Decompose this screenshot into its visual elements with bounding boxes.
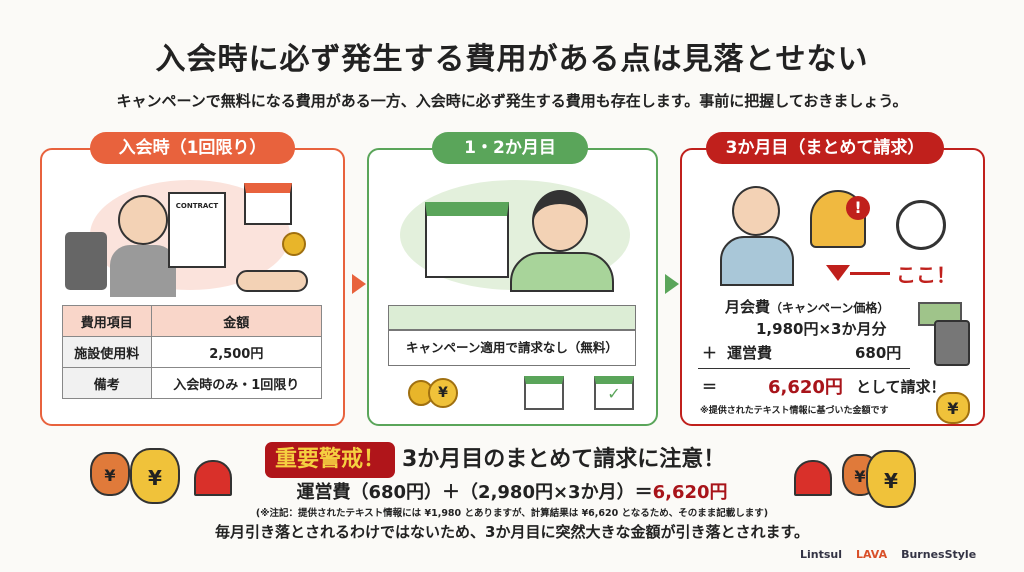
panel-month-3-header: 3か月目（まとめて請求） [706,132,944,164]
monthly-fee-calc: 1,980円×3か月分 [756,320,887,338]
free-note: キャンペーン適用で請求なし（無料） [388,330,636,366]
contract-icon: CONTRACT [168,192,226,268]
yen-coin-icon [282,232,306,256]
footnote: ※提供されたテキスト情報に基づいた金額です [700,406,889,416]
calculator-icon [934,320,970,366]
calendar-check-icon [425,202,509,278]
logo-row: Lintsul LAVA BurnesStyle [800,548,976,561]
monthly-fee-label: 月会費 [725,298,771,316]
stopwatch-icon [896,200,946,250]
operating-fee-label: 運営費 [727,344,773,362]
suit-icon [110,245,176,297]
plus-sign: ＋ [702,344,718,362]
warning-headline: 3か月目のまとめて請求に注意！ [402,447,726,472]
calculator-icon [65,232,107,290]
siren-icon [794,460,832,496]
warning-formula: 運営費（680円）＋（2,980円×3か月）＝ [296,482,653,503]
arrow-right-icon [352,274,366,294]
equals-sign: ＝ [702,378,718,396]
table-cell: 入会時のみ・1回限り [150,367,323,399]
worried-person-icon [732,186,780,236]
hand-icon [236,270,308,292]
money-bag-icon: ¥ [130,448,180,504]
calendar-check-icon: ✓ [594,376,634,410]
siren-icon [194,460,232,496]
table-cell: 施設使用料 [62,336,152,368]
warning-summary: 毎月引き落とされるわけではないため、3か月目に突然大きな金額が引き落とされます。 [215,523,809,541]
arrow-right-icon [665,274,679,294]
calendar-icon [524,376,564,410]
page-title: 入会時に必ず発生する費用がある点は見落とせない [155,42,869,77]
total-amount: 6,620円 [768,377,843,398]
table-cell: 備考 [62,367,152,399]
here-label: ここ！ [896,263,956,287]
table-header: 金額 [150,305,323,337]
calendar-icon [244,183,292,225]
money-bag-icon: ¥ [936,392,970,424]
table-header-bar [388,305,636,330]
operating-fee-value: 680円 [855,344,902,362]
warning-note: (※注記：提供されたテキスト情報には ¥1,980 とありますが、計算結果は ¥… [255,508,769,519]
money-bag-icon: ¥ [866,450,916,508]
logo-burnesstyle: BurnesStyle [901,548,977,561]
monthly-fee-sublabel: （キャンペーン価格） [770,301,890,315]
person-icon [532,190,588,252]
warning-badge: 重要警戒！ [265,442,396,478]
table-header: 費用項目 [62,305,152,337]
yen-coin-icon: ¥ [428,378,458,408]
person-shirt-icon [510,252,614,292]
pointer-line [850,272,890,275]
warning-formula-total: 6,620円 [652,482,728,503]
panel-month-1-2-header: 1・2か月目 [432,132,588,164]
panel-signup-header: 入会時（1回限り） [90,132,295,164]
sum-divider [698,368,910,369]
money-bag-icon: ¥ [90,452,130,496]
page-subtitle: キャンペーンで無料になる費用がある一方、入会時に必ず発生する費用も存在します。事… [116,92,908,110]
logo-lava: LAVA [856,548,888,561]
total-suffix: として請求！ [856,378,946,396]
logo-lintsul: Lintsul [800,548,843,561]
alert-icon: ! [846,196,870,220]
person-shirt-icon [720,236,794,286]
table-cell: 2,500円 [150,336,323,368]
businessman-icon [118,195,168,245]
arrow-down-icon [826,265,850,281]
